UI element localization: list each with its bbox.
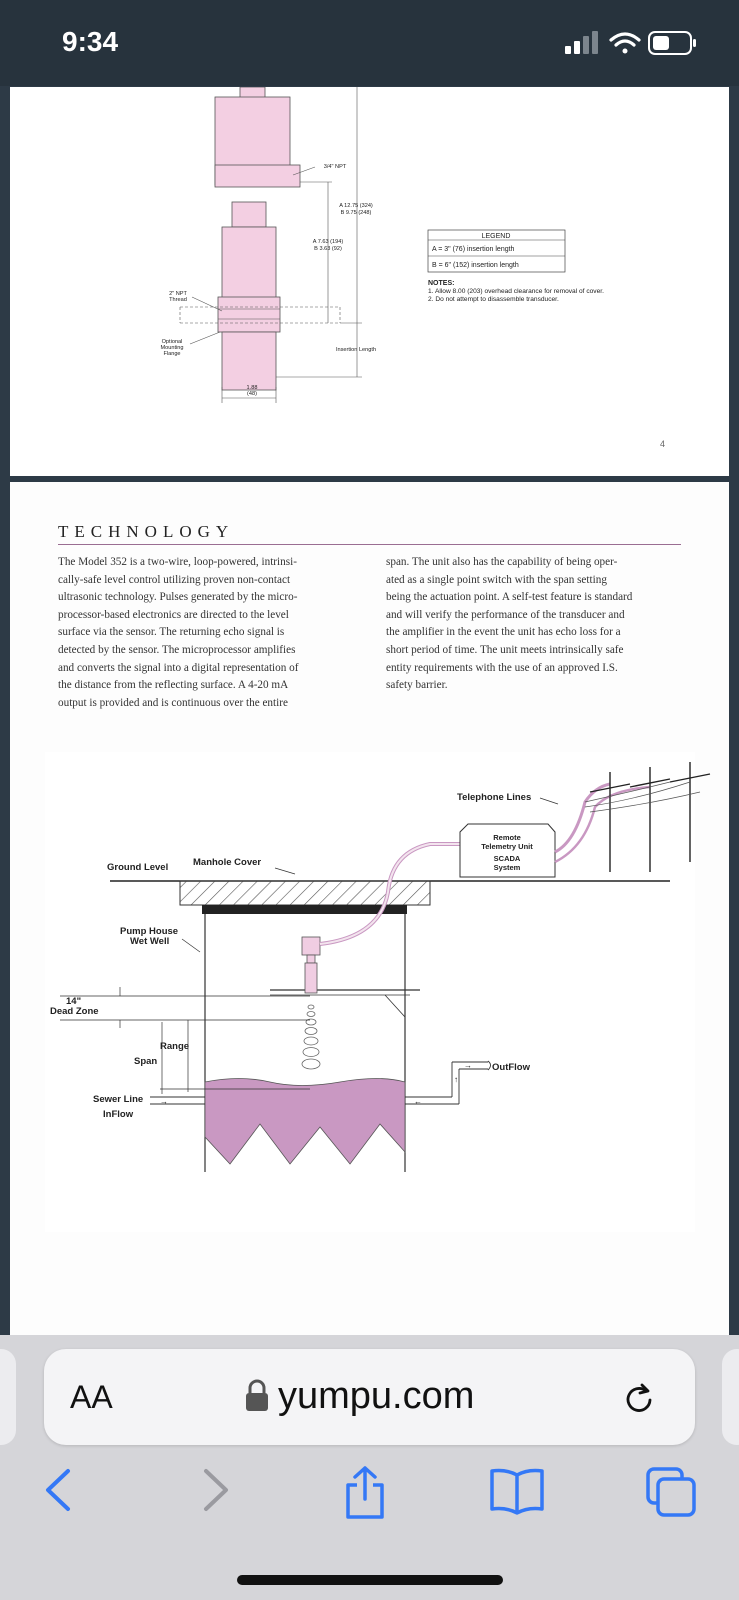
legend-box: LEGEND A = 3" (76) insertion length B = … [427,229,566,273]
note-1: 1. Allow 8.00 (203) overhead clearance f… [428,288,604,295]
sewer-line-label: Sewer Line [93,1094,143,1105]
text-line: entity requirements with the use of an a… [386,661,618,674]
bookmarks-button[interactable] [488,1465,546,1515]
inflow-label: InFlow [103,1109,134,1120]
text-line: being the actuation point. A self-test f… [386,591,633,604]
reload-icon[interactable] [620,1379,660,1419]
text-line: detected by the sensor. The microprocess… [58,643,296,656]
heading-rule [58,544,681,545]
text-size-button[interactable]: AA [70,1379,113,1415]
document-page-4: 3/4" NPT A 12.75 (324) B 9.75 (248) A 7.… [10,86,729,476]
browser-toolbar [0,1465,739,1535]
notes-title: NOTES: [428,280,454,287]
telemetry-unit: Remote Telemetry Unit SCADA System [459,823,556,878]
dim-b-body: B 3.63 (92) [314,246,342,252]
thread-label-2: Thread [169,297,187,303]
dim-b-total: B 9.75 (248) [341,210,372,216]
legend-a: A = 3" (76) insertion length [432,246,515,253]
battery-icon [648,31,696,55]
text-line: processor-based electronics are directed… [58,608,289,621]
next-tab-edge[interactable] [722,1349,739,1445]
span-label: Span [134,1056,157,1067]
text-line: short period of time. The unit meets int… [386,643,624,656]
text-line: span. The unit also has the capability o… [386,556,618,568]
address-bar[interactable]: AA yumpu.com [44,1349,695,1445]
tabs-button[interactable] [644,1465,700,1521]
transducer-icon [301,936,321,994]
text-line: the distance from the reflecting surface… [58,679,289,692]
width-label-2: (48) [247,391,257,397]
text-line: ultrasonic technology. Pulses generated … [58,591,298,604]
svg-text:→: → [464,1061,472,1070]
dead-zone-label-2: Dead Zone [50,1006,99,1017]
section-heading: TECHNOLOGY [58,522,235,541]
rtu-label-2: Telemetry Unit [481,842,533,851]
flange-label-1: Optional [162,339,183,345]
rtu-label-4: System [494,863,521,872]
url-text[interactable]: yumpu.com [278,1375,475,1417]
rtu-label-1: Remote [493,833,521,842]
ground-level-label: Ground Level [107,862,168,873]
forward-button[interactable] [196,1465,236,1515]
range-label: Range [160,1041,189,1052]
npt-label: 3/4" NPT [324,164,347,170]
text-line: surface via the sensor. The returning ec… [58,626,285,639]
flange-label-3: Flange [163,351,180,357]
text-line: the amplifier in the event the unit has … [386,626,621,639]
legend-title: LEGEND [482,233,511,240]
signal-icon [565,31,696,55]
width-label-1: 1.88 [247,385,258,391]
svg-text:←: ← [414,1097,422,1106]
telephone-lines-label: Telephone Lines [457,792,531,803]
note-2: 2. Do not attempt to disassemble transdu… [428,296,559,303]
outflow-label: OutFlow [492,1062,531,1073]
wet-well-diagram: Remote Telemetry Unit SCADA System [45,752,711,1232]
text-column-2: span. The unit also has the capability o… [386,554,686,695]
text-line: cally-safe level control utilizing prove… [58,573,291,586]
legend-b: B = 6" (152) insertion length [432,262,519,269]
insertion-label: Insertion Length [336,347,376,353]
text-line: and converts the signal into a digital r… [58,661,299,674]
dead-zone-label-1: 14" [66,996,81,1007]
transducer-dimension-drawing: 3/4" NPT A 12.75 (324) B 9.75 (248) A 7.… [160,86,665,449]
pump-house-label-2: Wet Well [130,936,169,947]
dim-a-total: A 12.75 (324) [339,203,373,209]
wifi-icon [609,32,641,54]
page-number: 4 [660,439,665,449]
text-line: The Model 352 is a two-wire, loop-powere… [58,556,297,568]
status-icons [565,30,705,58]
svg-text:↑: ↑ [454,1075,458,1084]
text-line: safety barrier. [386,679,448,692]
svg-text:→: → [160,1097,168,1106]
status-bar: 9:34 [0,0,739,86]
flange-label-2: Mounting [160,345,183,351]
lock-icon [246,1379,268,1411]
document-page-5: TECHNOLOGY The Model 352 is a two-wire, … [10,482,729,1335]
rtu-label-3: SCADA [494,854,521,863]
back-button[interactable] [38,1465,78,1515]
share-button[interactable] [340,1465,390,1521]
status-time: 9:34 [62,26,119,57]
dim-a-body: A 7.63 (194) [313,239,344,245]
text-line: ated as a single point switch with the s… [386,573,607,586]
text-line: and will verify the performance of the t… [386,608,625,621]
home-indicator[interactable] [237,1575,503,1585]
pump-house-label-1: Pump House [120,926,178,937]
text-line: output is provided and is continuous ove… [58,696,288,709]
browser-chrome: AA yumpu.com [0,1335,739,1600]
thread-label-1: 2" NPT [169,291,187,297]
manhole-cover-label: Manhole Cover [193,857,261,868]
text-column-1: The Model 352 is a two-wire, loop-powere… [58,554,358,712]
previous-tab-edge[interactable] [0,1349,16,1445]
